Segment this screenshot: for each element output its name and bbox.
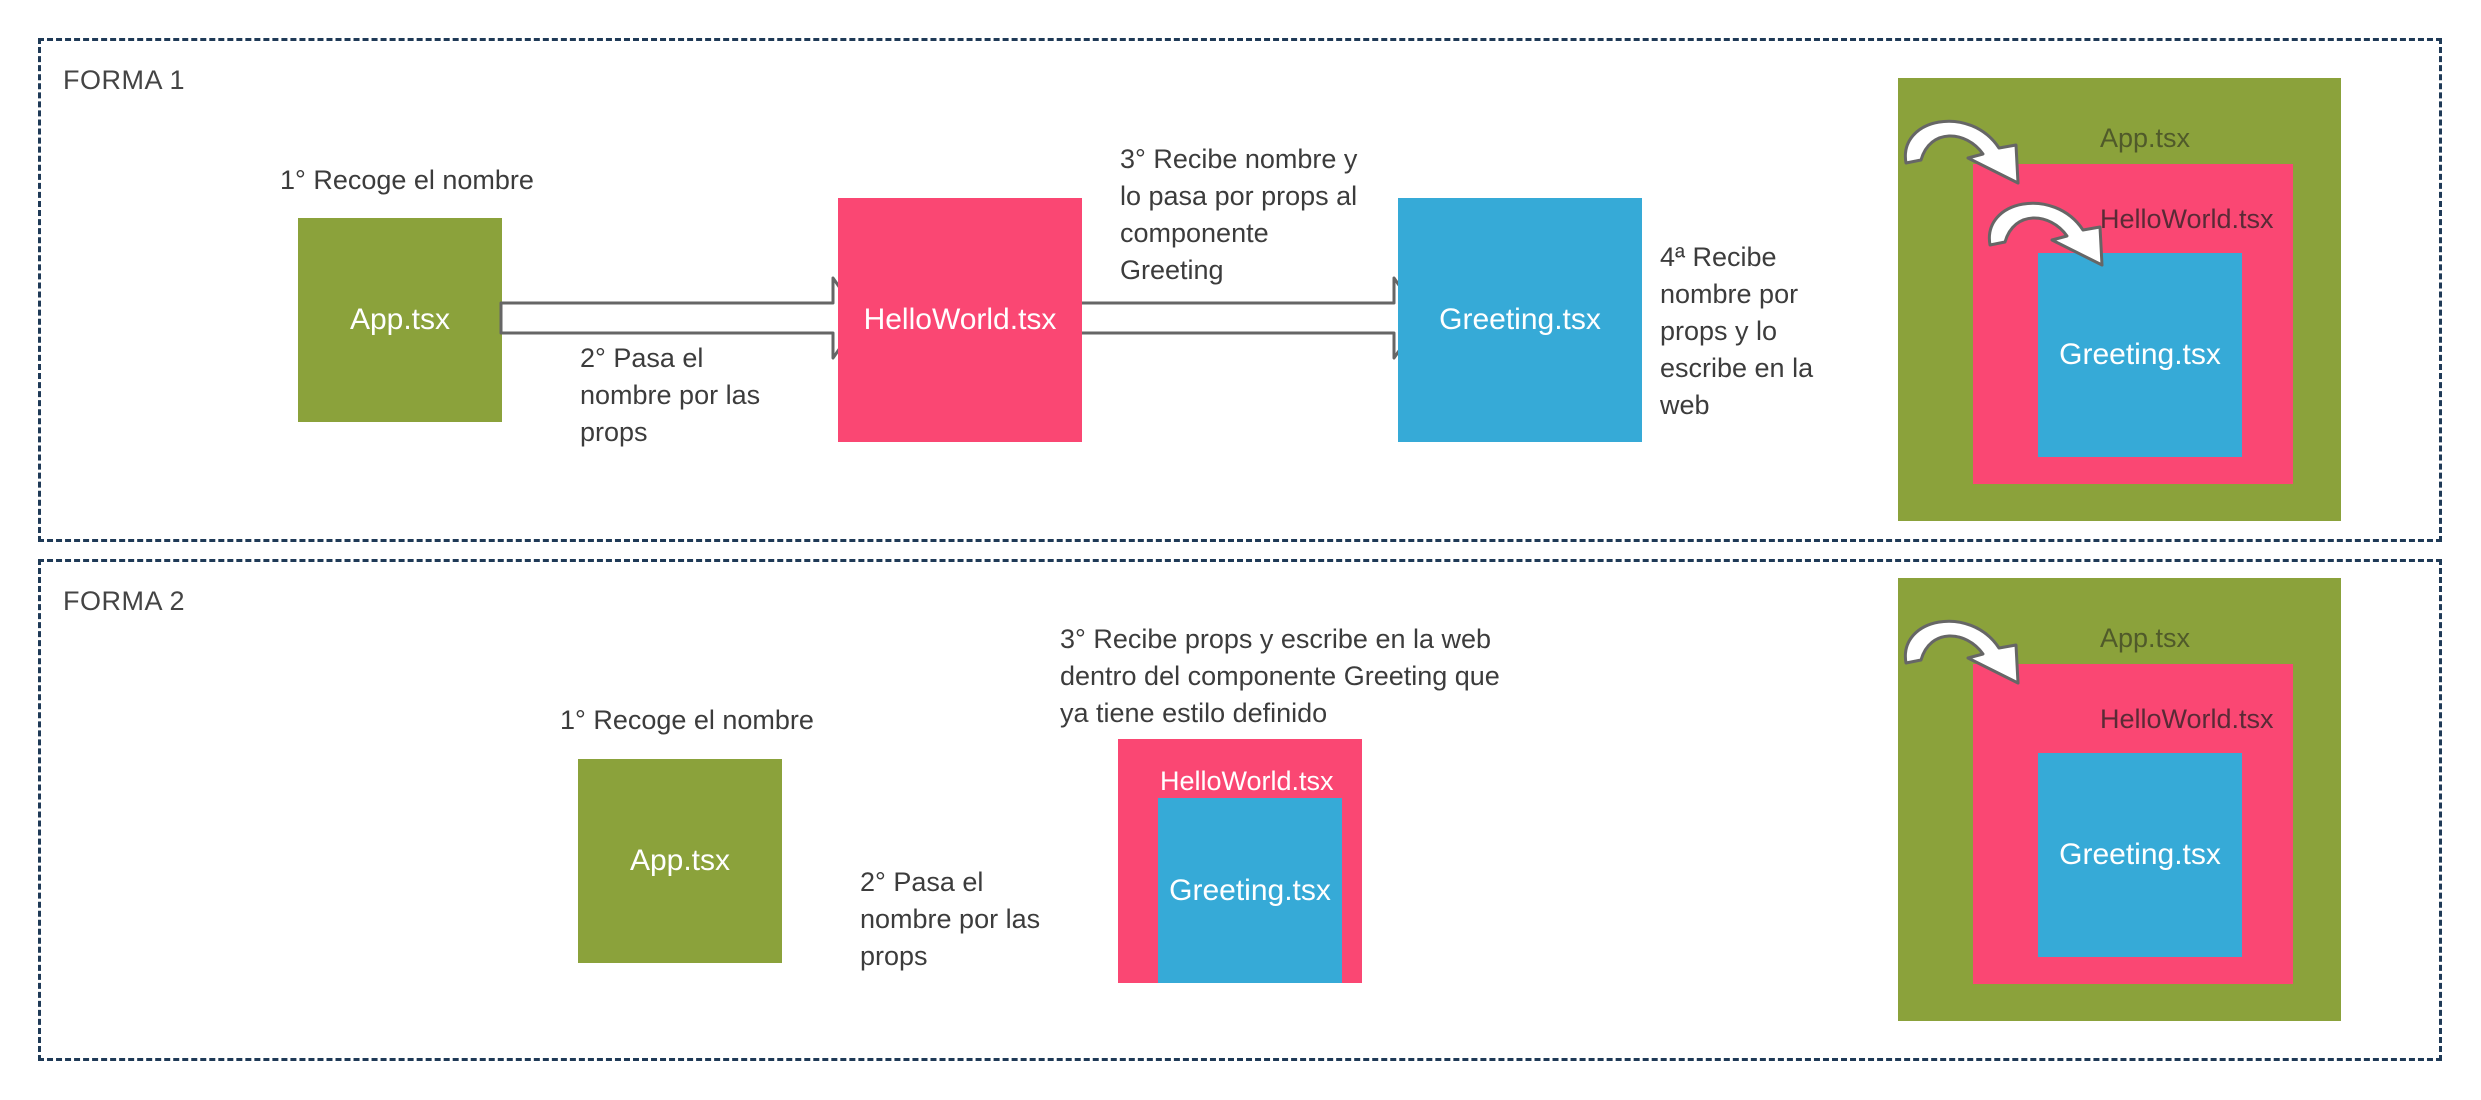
forma2-greeting-box: Greeting.tsx — [1158, 798, 1342, 983]
forma1-nested-app-label: App.tsx — [2100, 123, 2191, 153]
forma1-title: FORMA 1 — [63, 65, 186, 95]
forma2-nested-greeting-label: Greeting.tsx — [2059, 838, 2221, 871]
forma1-greeting-box: Greeting.tsx — [1398, 198, 1642, 442]
forma2-step1-note: 1° Recoge el nombre — [560, 705, 814, 735]
forma1-helloworld-box: HelloWorld.tsx — [838, 198, 1082, 442]
forma1-step3-note: 3° Recibe nombre y lo pasa por props al … — [1120, 144, 1358, 285]
forma1-app-box: App.tsx — [298, 218, 502, 422]
forma2-nested-greeting-box: Greeting.tsx — [2038, 753, 2242, 957]
forma2-title: FORMA 2 — [63, 586, 186, 616]
forma1-step1-note: 1° Recoge el nombre — [280, 165, 534, 195]
forma2-app-box: App.tsx — [578, 759, 782, 963]
forma1-helloworld-label: HelloWorld.tsx — [863, 303, 1057, 336]
forma2-nested-helloworld-label: HelloWorld.tsx — [2100, 704, 2274, 734]
forma2-step2-note: 2° Pasa el nombre por las props — [860, 867, 1041, 971]
forma1-greeting-label: Greeting.tsx — [1439, 303, 1601, 336]
forma2-app-label: App.tsx — [629, 844, 731, 877]
forma2-greeting-label: Greeting.tsx — [1169, 873, 1331, 907]
forma1-nested-greeting-box: Greeting.tsx — [2038, 253, 2242, 457]
forma1-app-label: App.tsx — [349, 303, 451, 336]
forma2-nested-app-label: App.tsx — [2100, 623, 2191, 653]
forma1-step4-note: 4ª Recibe nombre por props y lo escribe … — [1660, 242, 1814, 420]
forma2-helloworld-label: HelloWorld.tsx — [1160, 766, 1334, 796]
forma1-step2-note: 2° Pasa el nombre por las props — [580, 343, 761, 447]
forma1-nested-greeting-label: Greeting.tsx — [2059, 338, 2221, 371]
forma1-nested-helloworld-label: HelloWorld.tsx — [2100, 204, 2274, 234]
forma2-step3-note: 3° Recibe props y escribe en la web dent… — [1060, 624, 1500, 728]
